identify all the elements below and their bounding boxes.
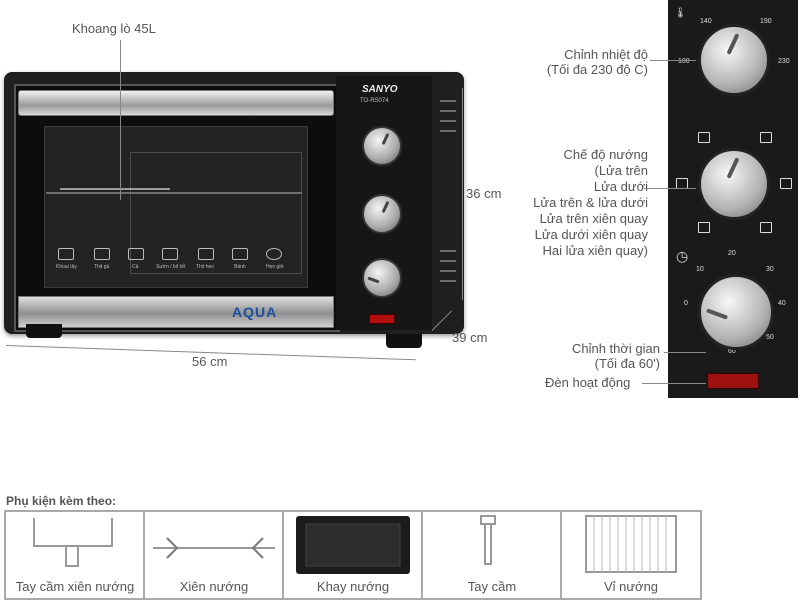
mode-knob: [362, 194, 402, 234]
door-icon-label: Thịt gà: [94, 264, 110, 270]
timer-scale-mark: 10: [696, 266, 704, 273]
side-vent: [440, 120, 456, 122]
temperature-knob-closeup: [698, 24, 770, 96]
side-vent: [440, 100, 456, 102]
timer-icon: [266, 248, 282, 260]
door-icon-label: Cá: [132, 264, 139, 270]
cavity-leader-line: [120, 40, 121, 200]
oven-rack: [46, 192, 302, 194]
side-vent: [440, 130, 456, 132]
side-vent: [440, 250, 456, 252]
mode-bottom-heat-icon: [760, 132, 772, 143]
side-vent: [440, 280, 456, 282]
mode-label: Chế độ nướng (Lửa trên Lửa dưới Lửa trên…: [533, 147, 648, 258]
accessory-card: Xiên nướng: [143, 510, 285, 600]
depth-dimension: 39 cm: [452, 330, 488, 345]
door-icon-label: Hẹn giờ: [266, 264, 284, 270]
wire-rack-icon: [585, 515, 677, 573]
brand-logo: SANYO: [362, 84, 398, 95]
oven-window: [44, 126, 308, 288]
steak-icon: [162, 248, 178, 260]
temp-scale-mark: 230: [778, 58, 790, 65]
rotisserie-spit-icon: [153, 537, 275, 559]
height-dimension-line: [462, 88, 463, 300]
mode-dual-rotisserie-icon: [760, 222, 772, 233]
cavity-label: Khoang lò 45L: [72, 21, 156, 36]
timer-scale-mark: 20: [728, 250, 736, 257]
side-vent: [440, 110, 456, 112]
clock-icon: ◷: [676, 248, 689, 264]
timer-scale-mark: 0: [684, 300, 688, 307]
timer-scale-mark: 50: [766, 334, 774, 341]
rotisserie-handle-icon: [33, 518, 113, 567]
tray-handle-icon: [480, 515, 496, 565]
mode-top-heat-icon: [698, 132, 710, 143]
fish-icon: [128, 248, 144, 260]
side-vent: [440, 260, 456, 262]
lamp-label: Đèn hoạt động: [545, 375, 631, 390]
indicator-lamp-closeup: [707, 373, 759, 389]
model-number: TO-RS074: [360, 98, 389, 104]
rotisserie-spit: [60, 188, 170, 190]
accessory-card: Vỉ nướng: [560, 510, 702, 600]
door-icons: Khoai tây Thịt gà Cá Sườn / bít tết Thịt…: [56, 246, 296, 276]
door-icon-label: Sườn / bít tết: [156, 264, 186, 270]
mode-top-rotisserie-icon: [780, 178, 792, 189]
timer-scale-mark: 40: [778, 300, 786, 307]
temperature-leader-line: [650, 60, 696, 61]
potato-icon: [58, 248, 74, 260]
door-trim: [18, 296, 334, 328]
timer-knob: [362, 258, 402, 298]
chicken-icon: [94, 248, 110, 260]
accessory-label: Xiên nướng: [179, 579, 249, 594]
oven-foot: [26, 324, 62, 338]
timer-knob-closeup: [698, 274, 774, 350]
door-icon-label: Thịt heo: [196, 264, 215, 270]
timer-scale-mark: 60: [728, 348, 736, 355]
mode-bottom-rotisserie-icon: [698, 222, 710, 233]
temp-scale-mark: 140: [700, 18, 712, 25]
pork-icon: [198, 248, 214, 260]
oven-cavity: [130, 152, 302, 274]
timer-scale-mark: 30: [766, 266, 774, 273]
accessories-title: Phụ kiện kèm theo:: [6, 494, 117, 508]
aqua-logo: AQUA: [232, 304, 278, 320]
accessory-card: Tay cầm: [421, 510, 563, 600]
timer-label: Chỉnh thời gian (Tối đa 60'): [571, 341, 660, 371]
accessory-card: Tay cầm xiên nướng: [4, 510, 146, 600]
accessory-card: Khay nướng: [282, 510, 424, 600]
accessory-label: Khay nướng: [316, 579, 390, 594]
door-icon-label: Khoai tây: [56, 264, 77, 270]
width-dimension: 56 cm: [192, 354, 228, 369]
lamp-leader-line: [642, 383, 706, 384]
indicator-lamp: [369, 314, 395, 324]
cake-icon: [232, 248, 248, 260]
door-icon-label: Bánh: [234, 264, 246, 270]
thermometer-icon: 🌡: [674, 8, 687, 19]
height-dimension: 36 cm: [466, 186, 502, 201]
accessory-label: Vỉ nướng: [603, 579, 659, 594]
door-handle: [18, 90, 334, 116]
oven-foot: [386, 334, 422, 348]
side-vent: [440, 270, 456, 272]
baking-tray-icon: [296, 516, 410, 574]
mode-leader-line: [644, 188, 696, 189]
temp-scale-mark: 100: [678, 58, 690, 65]
mode-knob-closeup: [698, 148, 770, 220]
timer-leader-line: [664, 352, 706, 353]
temperature-label: Chỉnh nhiệt độ (Tối đa 230 độ C): [546, 47, 648, 77]
temperature-knob: [362, 126, 402, 166]
temp-scale-mark: 190: [760, 18, 772, 25]
accessory-label: Tay cầm: [467, 579, 517, 594]
accessory-label: Tay cầm xiên nướng: [15, 579, 135, 594]
